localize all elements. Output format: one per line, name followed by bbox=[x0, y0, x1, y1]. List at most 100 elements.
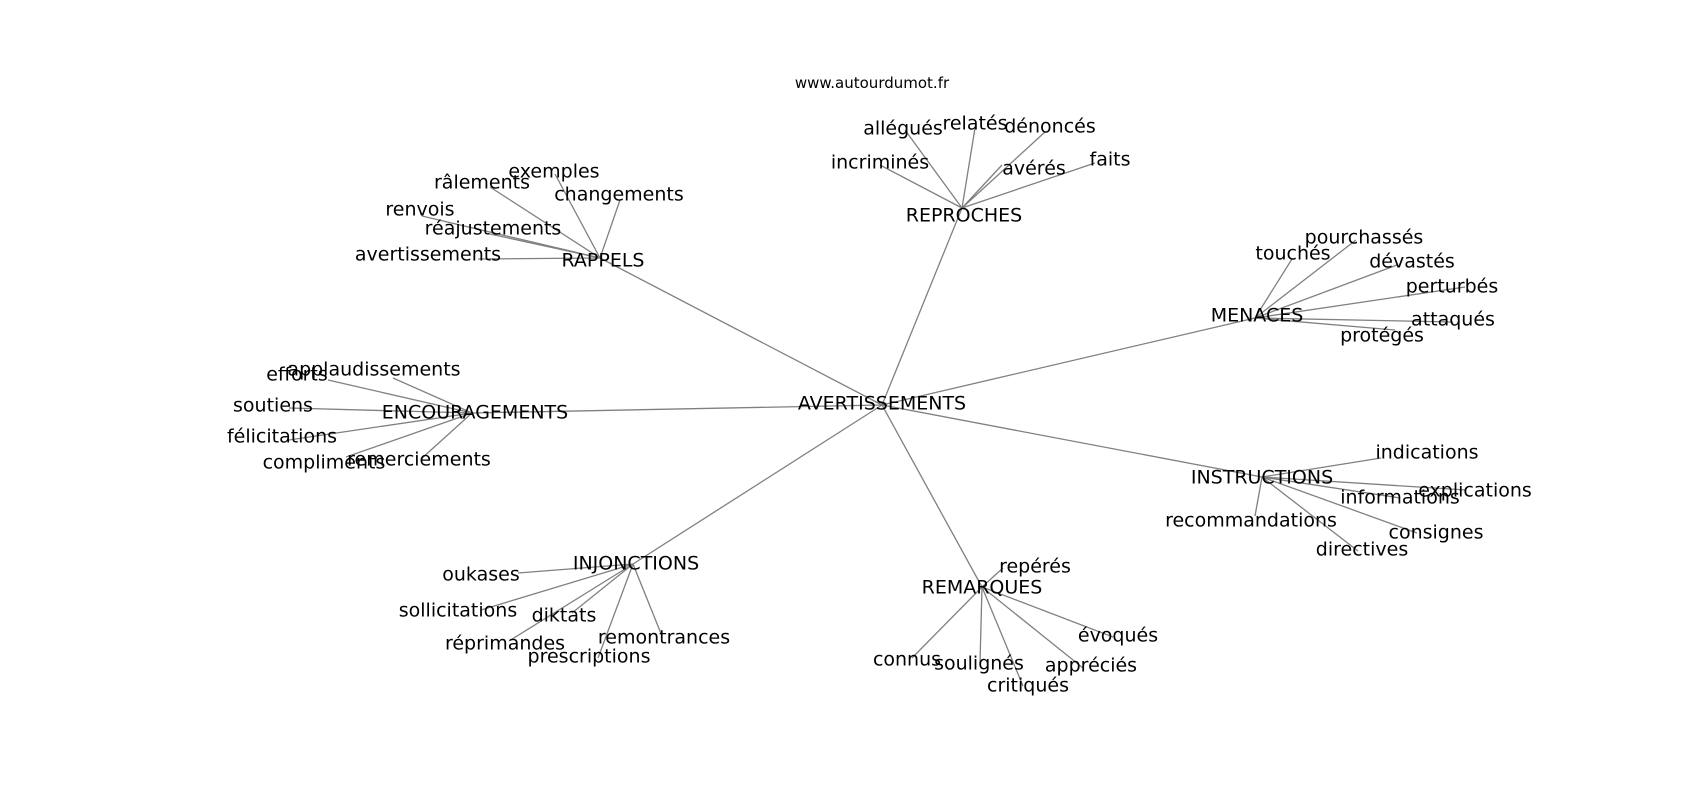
edge-hub-to-word bbox=[961, 162, 1096, 209]
word-node-label: efforts bbox=[266, 364, 328, 386]
hub-node-label: RAPPELS bbox=[562, 250, 645, 272]
edge-hub-to-word bbox=[420, 412, 473, 460]
word-node-label: relatés bbox=[942, 113, 1007, 135]
edge-hub-to-word bbox=[508, 563, 634, 642]
edge-hub-to-word bbox=[961, 164, 1003, 209]
word-node-label: avertissements bbox=[355, 244, 501, 266]
word-node-label: faits bbox=[1090, 149, 1131, 171]
edge-hub-to-word bbox=[1261, 476, 1359, 552]
word-node-label: soutiens bbox=[233, 395, 313, 417]
word-node-label: directives bbox=[1316, 539, 1408, 561]
edge-hub-to-word bbox=[1261, 476, 1467, 491]
edge-hub-to-word bbox=[879, 164, 963, 209]
edge-hub-to-word bbox=[1254, 264, 1398, 319]
word-node-label: remontrances bbox=[598, 627, 730, 649]
edge-hub-to-word bbox=[477, 257, 601, 260]
edge-center-to-hub bbox=[881, 317, 1256, 406]
word-node-label: réprimandes bbox=[445, 633, 565, 655]
edge-hub-to-word bbox=[517, 563, 634, 574]
word-node-label: dénoncés bbox=[1004, 116, 1096, 138]
word-node-label: réajustements bbox=[425, 218, 562, 240]
label-layer: www.autourdumot.fr AVERTISSEMENTS REPROCH… bbox=[227, 74, 1532, 697]
edge-hub-to-word bbox=[489, 186, 601, 259]
word-node-label: soulignés bbox=[934, 653, 1024, 675]
word-node-label: explications bbox=[1418, 480, 1532, 502]
edge-hub-to-word bbox=[981, 586, 1024, 687]
word-node-label: allégués bbox=[863, 118, 943, 140]
word-node-label: évoqués bbox=[1078, 625, 1158, 647]
edge-center-to-hub bbox=[632, 404, 883, 565]
word-node-label: compliments bbox=[263, 452, 386, 474]
word-node-label: oukases bbox=[442, 564, 519, 586]
hub-node-label: REPROCHES bbox=[906, 205, 1022, 227]
word-node-label: prescriptions bbox=[528, 646, 651, 668]
word-node-label: connus bbox=[873, 649, 941, 671]
word-node-label: sollicitations bbox=[399, 600, 517, 622]
word-node-label: repérés bbox=[999, 556, 1071, 578]
word-node-label: félicitations bbox=[227, 426, 337, 448]
edge-hub-to-word bbox=[1261, 476, 1401, 499]
edge-hub-to-word bbox=[1254, 476, 1263, 517]
edge-hub-to-word bbox=[489, 233, 601, 259]
word-node-label: appréciés bbox=[1045, 655, 1137, 677]
edge-hub-to-word bbox=[979, 586, 983, 664]
word-node-label: diktats bbox=[532, 605, 597, 627]
edge-hub-to-word bbox=[480, 563, 634, 611]
word-node-label: perturbés bbox=[1406, 276, 1499, 298]
watermark-text: www.autourdumot.fr bbox=[795, 74, 950, 92]
word-node-label: remerciements bbox=[347, 449, 491, 471]
word-node-label: changements bbox=[554, 184, 684, 206]
edge-center-to-hub bbox=[471, 404, 883, 414]
edge-hub-to-word bbox=[904, 129, 963, 209]
word-node-label: renvois bbox=[385, 199, 454, 221]
edge-hub-to-word bbox=[911, 586, 983, 659]
word-node-label: attaqués bbox=[1411, 309, 1495, 331]
edge-hub-to-word bbox=[392, 377, 473, 414]
edge-center-to-hub bbox=[881, 207, 963, 406]
edge-hub-to-word bbox=[1254, 286, 1466, 319]
word-node-label: dévastés bbox=[1369, 251, 1455, 273]
edge-hub-to-word bbox=[981, 567, 1004, 588]
word-node-label: indications bbox=[1375, 442, 1478, 464]
edge-hub-to-word bbox=[288, 412, 473, 441]
edge-hub-to-word bbox=[1261, 457, 1382, 478]
edge-center-to-hub bbox=[881, 404, 1263, 478]
word-node-label: informations bbox=[1340, 487, 1460, 509]
edge-hub-to-word bbox=[345, 412, 473, 458]
word-node-label: râlements bbox=[434, 172, 530, 194]
hub-node-label: ENCOURAGEMENTS bbox=[382, 402, 568, 424]
edge-layer bbox=[288, 127, 1467, 687]
edge-hub-to-word bbox=[1254, 239, 1357, 319]
edge-hub-to-word bbox=[599, 199, 621, 259]
hub-node-label: REMARQUES bbox=[922, 577, 1043, 599]
edge-hub-to-word bbox=[1261, 476, 1418, 534]
edge-hub-to-word bbox=[1254, 317, 1396, 331]
word-node-label: consignes bbox=[1389, 522, 1484, 544]
hub-node-label: INSTRUCTIONS bbox=[1191, 467, 1333, 489]
center-node-label: AVERTISSEMENTS bbox=[798, 393, 966, 415]
edge-hub-to-word bbox=[961, 127, 976, 209]
word-node-label: touchés bbox=[1255, 243, 1330, 265]
word-node-label: recommandations bbox=[1165, 510, 1337, 532]
edge-hub-to-word bbox=[632, 563, 663, 637]
word-node-label: avérés bbox=[1002, 158, 1066, 180]
edge-hub-to-word bbox=[288, 407, 473, 414]
edge-hub-to-word bbox=[554, 173, 601, 259]
edge-hub-to-word bbox=[1254, 317, 1454, 323]
hub-node-label: INJONCTIONS bbox=[573, 553, 699, 575]
edge-hub-to-word bbox=[961, 131, 1046, 209]
edge-hub-to-word bbox=[1254, 258, 1293, 319]
edge-hub-to-word bbox=[981, 586, 1114, 638]
edge-center-to-hub bbox=[881, 404, 983, 588]
word-node-label: applaudissements bbox=[287, 359, 460, 381]
edge-center-to-hub bbox=[599, 257, 883, 406]
edge-hub-to-word bbox=[981, 586, 1084, 669]
word-node-label: pourchassés bbox=[1305, 227, 1424, 249]
hub-node-label: MENACES bbox=[1211, 305, 1304, 327]
edge-hub-to-word bbox=[597, 563, 634, 659]
edge-hub-to-word bbox=[571, 563, 634, 614]
word-node-label: incriminés bbox=[831, 152, 929, 174]
edge-hub-to-word bbox=[327, 379, 473, 414]
